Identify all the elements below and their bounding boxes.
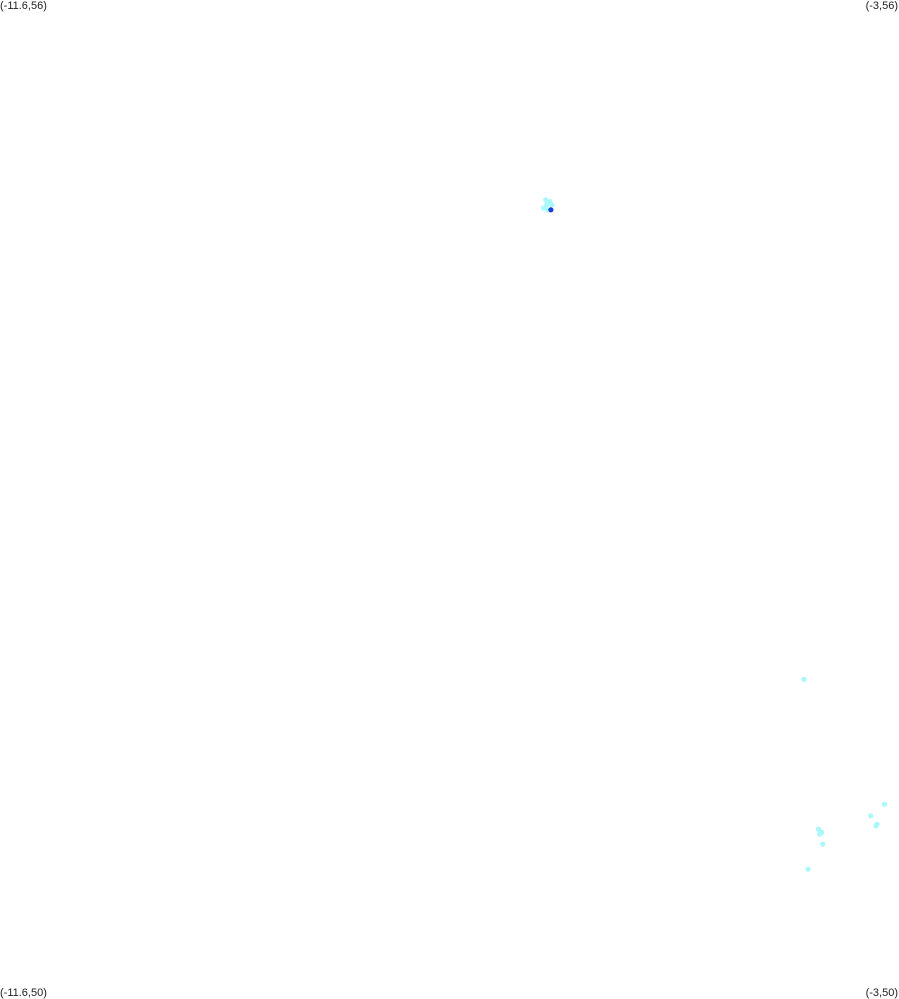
corner-label-top-right: (-3,56) bbox=[865, 0, 898, 12]
map-point bbox=[805, 866, 811, 872]
map-point bbox=[820, 841, 826, 847]
corner-label-bottom-left: (-11.6,50) bbox=[0, 987, 47, 999]
map-point bbox=[547, 198, 553, 205]
map-point-dark bbox=[548, 207, 554, 213]
map-point bbox=[544, 202, 550, 208]
map-point bbox=[868, 813, 874, 819]
map-point bbox=[881, 801, 888, 807]
map-point bbox=[801, 676, 807, 682]
map-point bbox=[815, 826, 822, 832]
map-point bbox=[817, 831, 823, 837]
corner-label-top-left: (-11.6,56) bbox=[0, 0, 47, 12]
corner-label-bottom-right: (-3,50) bbox=[865, 987, 898, 999]
map-point bbox=[874, 821, 880, 827]
map-point bbox=[543, 197, 549, 203]
map-point bbox=[541, 205, 547, 211]
